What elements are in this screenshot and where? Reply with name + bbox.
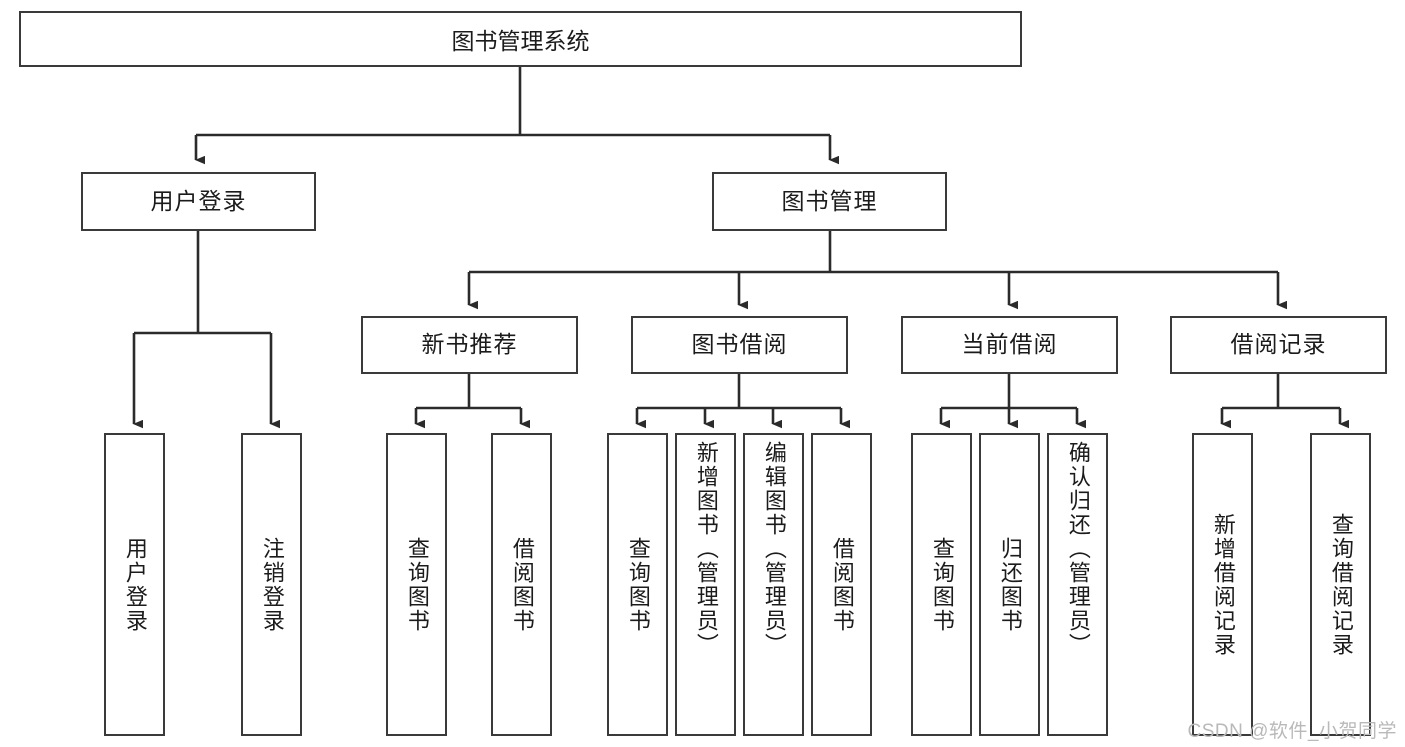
leaf-label: 查询图书 <box>404 536 430 633</box>
leaf-new-book-2[interactable]: 借阅图书 <box>491 433 552 736</box>
leaf-book-borrow-1[interactable]: 查询图书 <box>607 433 668 736</box>
leaf-book-borrow-2[interactable]: 新增图书（管理员） <box>675 433 736 736</box>
leaf-book-borrow-4[interactable]: 借阅图书 <box>811 433 872 736</box>
leaf-label: 注销登录 <box>259 536 285 633</box>
leaf-label: 查询借阅记录 <box>1328 512 1354 657</box>
leaf-user-login-1[interactable]: 用户登录 <box>104 433 165 736</box>
leaf-label: 查询图书 <box>625 536 651 633</box>
node-user-login[interactable]: 用户登录 <box>81 172 316 231</box>
leaf-label: 用户登录 <box>122 536 148 633</box>
node-new-book-recommend[interactable]: 新书推荐 <box>361 316 578 374</box>
leaf-label: 借阅图书 <box>829 536 855 633</box>
leaf-current-borrow-1[interactable]: 查询图书 <box>911 433 972 736</box>
leaf-borrow-record-2[interactable]: 查询借阅记录 <box>1310 433 1371 736</box>
leaf-label: 确认归还（管理员） <box>1065 441 1091 657</box>
watermark-text: CSDN @软件_小贺同学 <box>1187 721 1397 742</box>
leaf-label: 归还图书 <box>997 536 1023 633</box>
leaf-borrow-record-1[interactable]: 新增借阅记录 <box>1192 433 1253 736</box>
leaf-label: 新增图书（管理员） <box>693 441 719 657</box>
leaf-user-login-2[interactable]: 注销登录 <box>241 433 302 736</box>
node-book-borrow[interactable]: 图书借阅 <box>631 316 848 374</box>
node-borrow-record[interactable]: 借阅记录 <box>1170 316 1387 374</box>
node-book-manage[interactable]: 图书管理 <box>712 172 947 231</box>
leaf-current-borrow-3[interactable]: 确认归还（管理员） <box>1047 433 1108 736</box>
leaf-label: 借阅图书 <box>509 536 535 633</box>
leaf-current-borrow-2[interactable]: 归还图书 <box>979 433 1040 736</box>
node-current-borrow[interactable]: 当前借阅 <box>901 316 1118 374</box>
leaf-book-borrow-3[interactable]: 编辑图书（管理员） <box>743 433 804 736</box>
leaf-label: 编辑图书（管理员） <box>761 441 787 657</box>
node-root-system[interactable]: 图书管理系统 <box>19 11 1022 67</box>
leaf-label: 新增借阅记录 <box>1210 512 1236 657</box>
leaf-label: 查询图书 <box>929 536 955 633</box>
leaf-new-book-1[interactable]: 查询图书 <box>386 433 447 736</box>
